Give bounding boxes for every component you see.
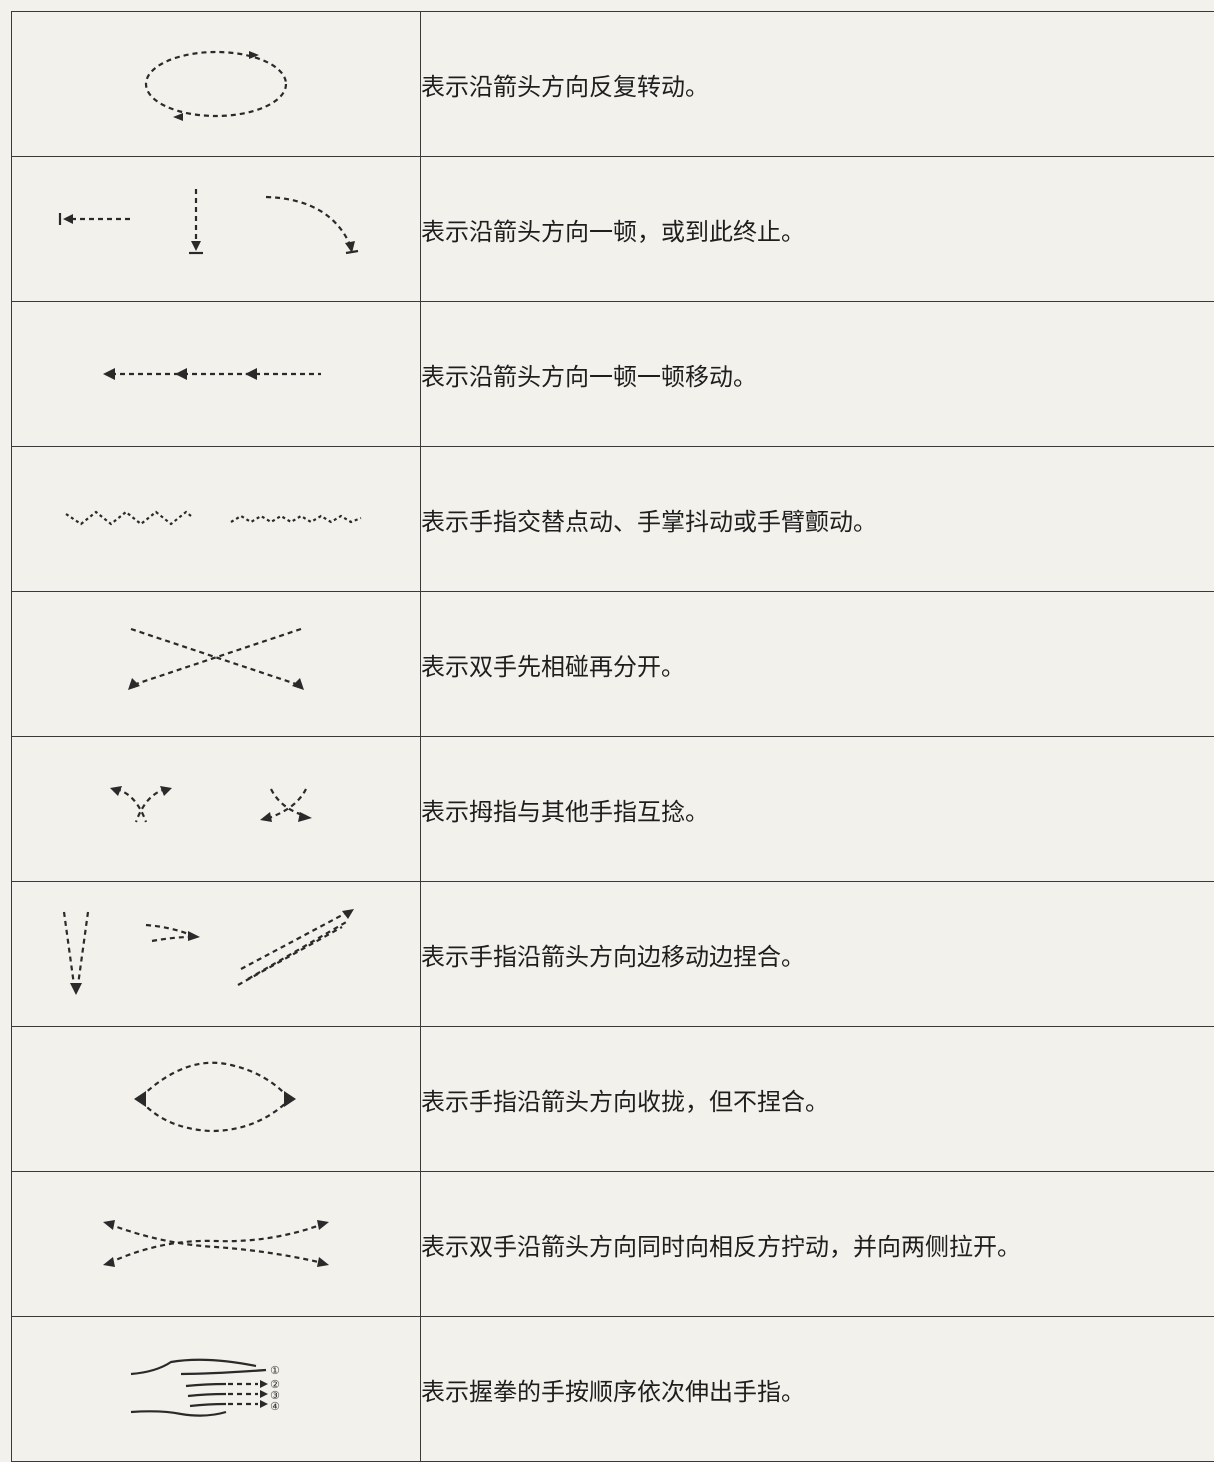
- row-description: 表示握拳的手按顺序依次伸出手指。: [421, 1317, 1214, 1462]
- symbol-cell: [12, 447, 421, 592]
- crossing-arrows-apart-icon: [106, 624, 326, 704]
- row-description: 表示双手沿箭头方向同时向相反方拧动，并向两侧拉开。: [421, 1172, 1214, 1317]
- zigzag-wave-lines-icon: [61, 504, 371, 534]
- row-description: 表示沿箭头方向反复转动。: [421, 12, 1214, 157]
- table-row: 表示手指交替点动、手掌抖动或手臂颤动。: [12, 447, 1214, 592]
- sequence-marker: ①: [270, 1364, 280, 1377]
- row-description: 表示沿箭头方向一顿一顿移动。: [421, 302, 1214, 447]
- fingers-pinch-arrows-icon: [56, 907, 376, 1002]
- thumb-finger-twist-icon: [106, 784, 326, 834]
- symbol-cell: [12, 882, 421, 1027]
- table-row: 表示沿箭头方向一顿，或到此终止。: [12, 157, 1214, 302]
- row-description: 表示手指沿箭头方向边移动边捏合。: [421, 882, 1214, 1027]
- dashed-arrow-stop-icon: [51, 189, 381, 269]
- symbol-cell: [12, 1172, 421, 1317]
- table-row: 表示沿箭头方向一顿一顿移动。: [12, 302, 1214, 447]
- row-description: 表示沿箭头方向一顿，或到此终止。: [421, 157, 1214, 302]
- table-row: ① ② ③ ④ 表示握拳的手按顺序依次伸出手指。: [12, 1317, 1214, 1462]
- fist-fingers-sequence-icon: ① ② ③ ④: [126, 1352, 306, 1427]
- row-description: 表示拇指与其他手指互捻。: [421, 737, 1214, 882]
- dashed-ellipse-rotate-arrows-icon: [131, 39, 301, 129]
- table-row: 表示双手沿箭头方向同时向相反方拧动，并向两侧拉开。: [12, 1172, 1214, 1317]
- symbol-cell: ① ② ③ ④: [12, 1317, 421, 1462]
- dashed-arrow-stepwise-icon: [101, 359, 331, 389]
- row-description: 表示双手先相碰再分开。: [421, 592, 1214, 737]
- table-row: 表示沿箭头方向反复转动。: [12, 12, 1214, 157]
- table-row: 表示双手先相碰再分开。: [12, 592, 1214, 737]
- symbol-cell: [12, 737, 421, 882]
- symbol-cell: [12, 12, 421, 157]
- sequence-marker: ④: [270, 1400, 280, 1413]
- fingers-close-ellipse-icon: [126, 1059, 306, 1139]
- row-description: 表示手指交替点动、手掌抖动或手臂颤动。: [421, 447, 1214, 592]
- symbol-cell: [12, 302, 421, 447]
- row-description: 表示手指沿箭头方向收拢，但不捏合。: [421, 1027, 1214, 1172]
- symbol-cell: [12, 592, 421, 737]
- table-row: 表示拇指与其他手指互捻。: [12, 737, 1214, 882]
- symbol-cell: [12, 1027, 421, 1172]
- symbol-cell: [12, 157, 421, 302]
- twist-pull-apart-icon: [101, 1219, 331, 1269]
- symbol-legend-table: 表示沿箭头方向反复转动。 表示沿箭头方向一顿，或到此终止。: [11, 11, 1214, 1462]
- table-row: 表示手指沿箭头方向收拢，但不捏合。: [12, 1027, 1214, 1172]
- table-row: 表示手指沿箭头方向边移动边捏合。: [12, 882, 1214, 1027]
